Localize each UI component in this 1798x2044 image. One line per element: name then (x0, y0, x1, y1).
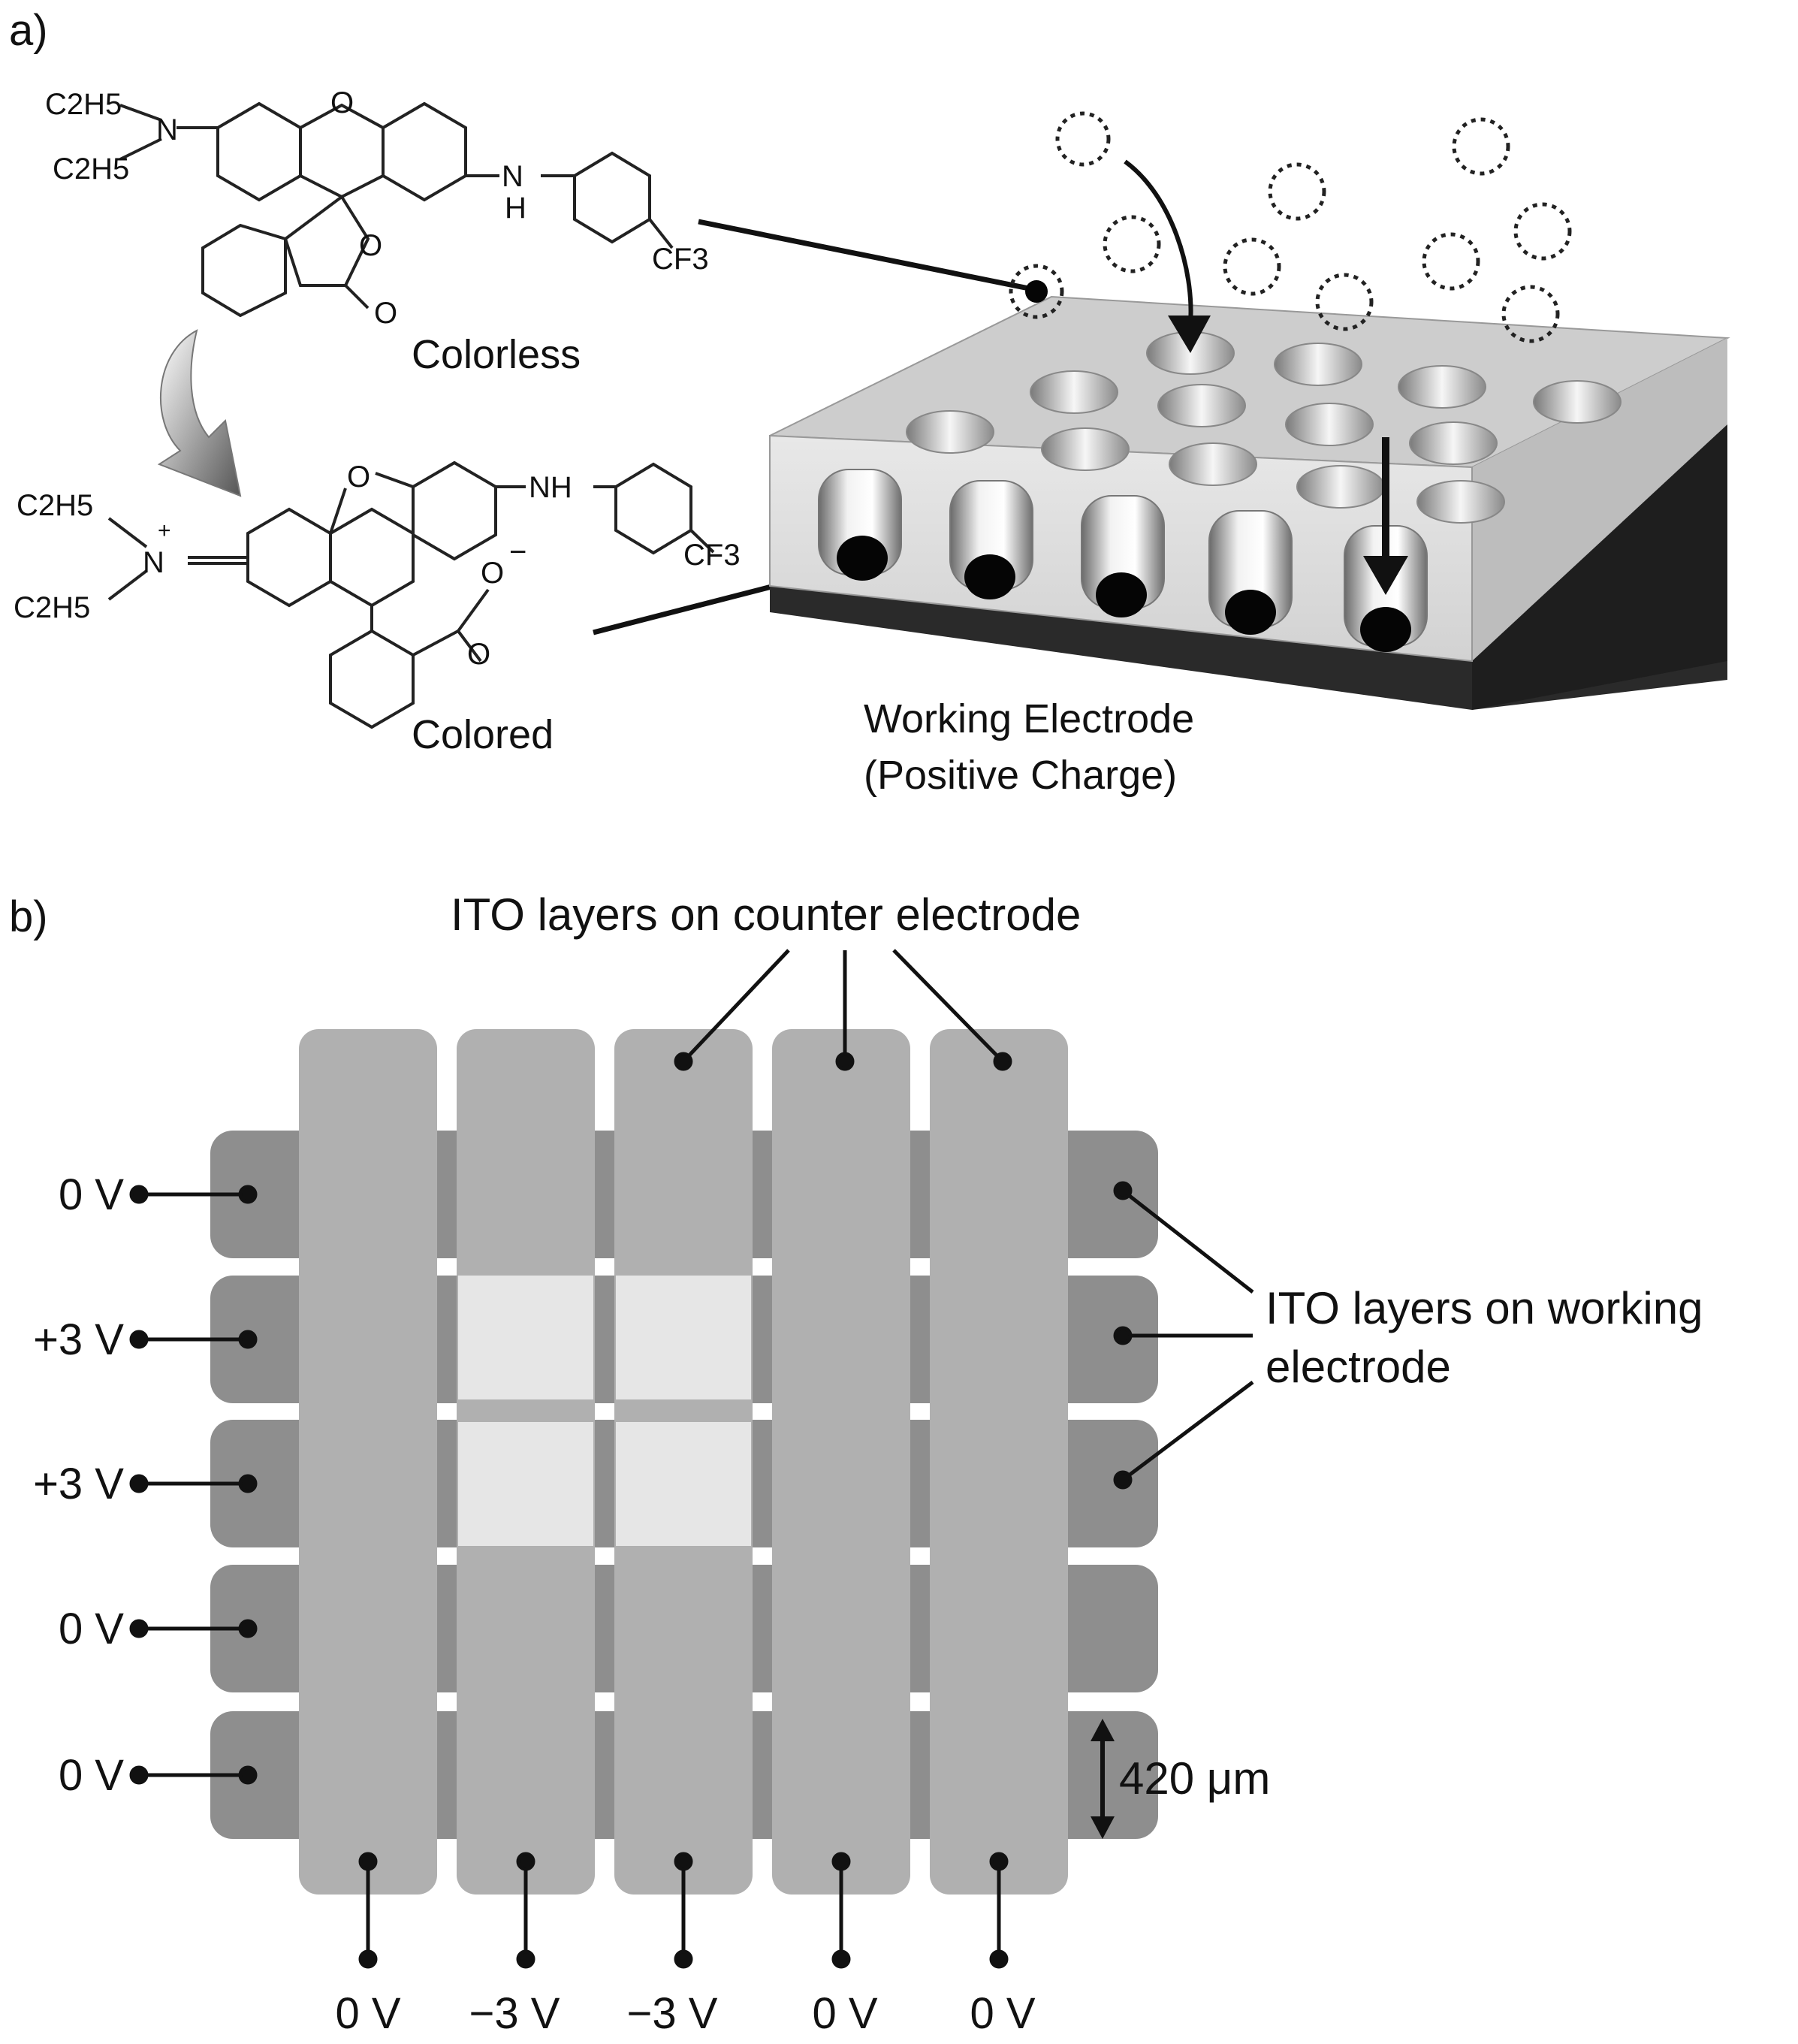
molecule-colored (107, 460, 715, 729)
row-voltage-4: 0 V (59, 1605, 124, 1653)
active-pixel (458, 1422, 593, 1546)
column-voltage-2: −3 V (469, 1989, 560, 2038)
active-pixel (616, 1422, 751, 1546)
column-voltage-3: −3 V (627, 1989, 718, 2038)
diffusion-arrowhead-curved-icon (1168, 316, 1211, 353)
column-voltage-labels: 0 V −3 V −3 V 0 V 0 V (335, 1989, 1035, 2038)
row-voltage-labels: 0 V +3 V +3 V 0 V 0 V (33, 1170, 124, 1800)
column-voltage-5: 0 V (970, 1989, 1035, 2038)
mol2-o-ring: O (347, 460, 370, 494)
mol1-o-lactone: O (359, 229, 382, 262)
solution-dye-molecules (1009, 111, 1572, 343)
working-electrode-label-line2: electrode (1266, 1342, 1451, 1392)
mol2-o-minus: O (481, 557, 504, 590)
label-colorless: Colorless (412, 332, 581, 377)
column-strip (930, 1029, 1068, 1895)
column-strip (772, 1029, 910, 1895)
leader-colorless (698, 219, 1033, 292)
active-pixel (616, 1276, 751, 1399)
mol2-o-carbonyl: O (467, 638, 490, 671)
active-pixel (458, 1276, 593, 1399)
working-callout-lines (1113, 1181, 1254, 1490)
mol2-cf3: CF3 (683, 539, 741, 572)
scale-label: 420 μm (1119, 1753, 1270, 1804)
mol2-et2: C2H5 (14, 591, 90, 624)
diffusion-arrowhead-straight-icon (1363, 556, 1408, 595)
mol1-n: N (156, 113, 178, 146)
attached-dye-dot (1025, 280, 1048, 303)
conversion-arrow-icon (157, 329, 242, 497)
mol1-et1: C2H5 (45, 88, 122, 121)
panel-b-label: b) (9, 892, 48, 941)
scale-bar (1091, 1719, 1115, 1839)
surface-pores (906, 331, 1622, 524)
row-leads (129, 1185, 258, 1785)
column-strip (299, 1029, 437, 1895)
mol1-o-ring: O (330, 86, 354, 119)
column-voltage-1: 0 V (335, 1989, 400, 2038)
row-voltage-5: 0 V (59, 1751, 124, 1800)
working-electrode (769, 159, 1730, 710)
mol2-et1: C2H5 (17, 489, 93, 522)
diffusion-arrow-curved-icon (1124, 159, 1193, 324)
mol2-n: N (143, 546, 164, 579)
working-electrode-label-line1: ITO layers on working (1266, 1283, 1703, 1333)
row-voltage-2: +3 V (33, 1315, 124, 1364)
mol1-o-carbonyl: O (374, 297, 397, 330)
counter-electrode-columns (299, 1029, 1068, 1895)
row-voltage-1: 0 V (59, 1170, 124, 1219)
adsorbed-dye-dots (837, 536, 1411, 652)
molecule-colored-labels: C2H5 N + C2H5 O NH O − O CF3 (14, 460, 741, 671)
mol2-minus: − (509, 536, 526, 569)
counter-electrode-label: ITO layers on counter electrode (451, 889, 1081, 940)
molecule-colorless (119, 101, 674, 318)
mol1-nh-n: N (502, 160, 523, 193)
mol1-nh-h: H (505, 192, 526, 225)
electrode-caption-line2: (Positive Charge) (864, 753, 1177, 798)
mol2-nh: NH (529, 471, 572, 504)
panel-a-label: a) (9, 6, 48, 55)
counter-callout-lines (674, 949, 1012, 1071)
mol1-cf3: CF3 (652, 243, 709, 276)
molecule-colorless-labels: C2H5 N C2H5 O N H O O CF3 (45, 86, 709, 330)
active-pixels (458, 1276, 751, 1546)
mol2-plus: + (158, 518, 171, 543)
column-leads (358, 1852, 1009, 1969)
row-voltage-3: +3 V (33, 1460, 124, 1508)
mol1-et2: C2H5 (53, 152, 129, 186)
label-colored: Colored (412, 712, 554, 757)
electrode-caption-line1: Working Electrode (864, 696, 1194, 741)
column-voltage-4: 0 V (812, 1989, 877, 2038)
